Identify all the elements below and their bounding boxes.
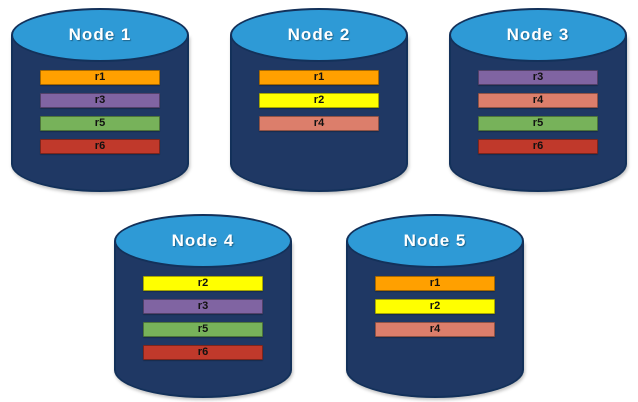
record-bar: r1 [259, 70, 379, 85]
record-bar: r6 [143, 345, 263, 360]
record-label: r6 [532, 140, 544, 152]
record-bar: r3 [143, 299, 263, 314]
record-label: r2 [313, 94, 325, 106]
record-bar: r4 [259, 116, 379, 131]
database-node: Node 2 r1 r2 r4 [230, 8, 408, 192]
record-bar: r1 [375, 276, 495, 291]
record-bar: r1 [40, 70, 160, 85]
database-node: Node 4 r2 r3 r5 r6 [114, 214, 292, 398]
record-list: r3 r4 r5 r6 [478, 70, 598, 154]
record-label: r6 [197, 346, 209, 358]
database-cylinder-top: Node 5 [346, 214, 524, 268]
record-bar: r3 [478, 70, 598, 85]
record-label: r6 [94, 140, 106, 152]
node-title: Node 4 [171, 231, 235, 250]
record-label: r1 [94, 71, 106, 83]
record-label: r2 [429, 300, 441, 312]
record-bar: r2 [375, 299, 495, 314]
record-bar: r5 [478, 116, 598, 131]
record-bar: r2 [259, 93, 379, 108]
node-row-bottom: Node 4 r2 r3 r5 r6 Node 5 r1 r2 r4 [0, 214, 638, 398]
record-bar: r4 [375, 322, 495, 337]
record-bar: r6 [478, 139, 598, 154]
record-label: r4 [532, 94, 544, 106]
record-bar: r3 [40, 93, 160, 108]
record-label: r5 [94, 117, 106, 129]
database-node: Node 5 r1 r2 r4 [346, 214, 524, 398]
record-list: r1 r3 r5 r6 [40, 70, 160, 154]
database-cylinder-top: Node 1 [11, 8, 189, 62]
record-bar: r5 [40, 116, 160, 131]
record-label: r2 [197, 277, 209, 289]
record-bar: r5 [143, 322, 263, 337]
record-list: r2 r3 r5 r6 [143, 276, 263, 360]
record-label: r3 [532, 71, 544, 83]
database-cylinder-top: Node 4 [114, 214, 292, 268]
node-title: Node 1 [68, 25, 132, 44]
record-label: r5 [197, 323, 209, 335]
record-label: r3 [197, 300, 209, 312]
node-title: Node 5 [403, 231, 467, 250]
record-label: r5 [532, 117, 544, 129]
record-label: r1 [429, 277, 441, 289]
record-bar: r6 [40, 139, 160, 154]
record-list: r1 r2 r4 [259, 70, 379, 131]
node-title: Node 2 [287, 25, 351, 44]
record-bar: r4 [478, 93, 598, 108]
database-cylinder-top: Node 3 [449, 8, 627, 62]
record-label: r4 [429, 323, 441, 335]
node-title: Node 3 [506, 25, 570, 44]
record-list: r1 r2 r4 [375, 276, 495, 337]
record-label: r1 [313, 71, 325, 83]
database-cylinder-top: Node 2 [230, 8, 408, 62]
record-label: r3 [94, 94, 106, 106]
database-node: Node 1 r1 r3 r5 r6 [11, 8, 189, 192]
record-bar: r2 [143, 276, 263, 291]
record-label: r4 [313, 117, 325, 129]
database-node: Node 3 r3 r4 r5 r6 [449, 8, 627, 192]
